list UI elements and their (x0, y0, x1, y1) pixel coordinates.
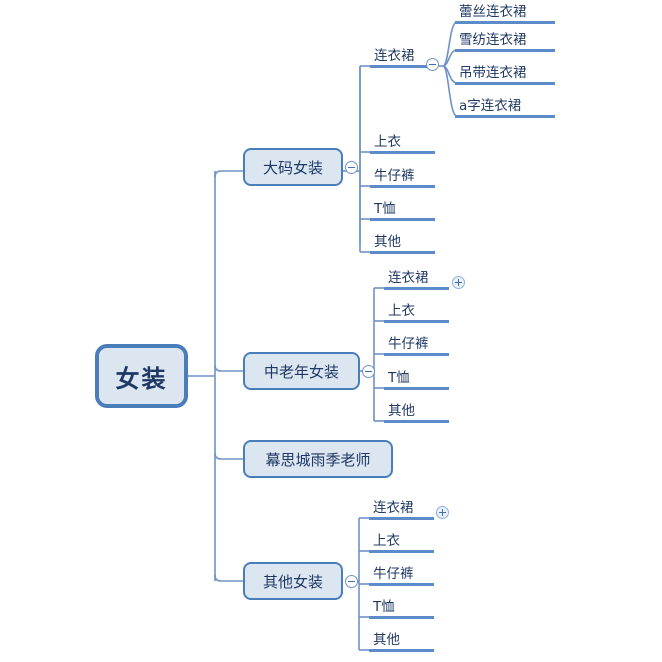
leaf-underline (384, 387, 449, 390)
leaf-label: 牛仔裤 (373, 566, 414, 582)
leaf-underline (384, 420, 449, 423)
leaf-node-zln-txu[interactable]: T恤 (384, 370, 449, 390)
leaf-underline (369, 583, 434, 586)
leaf-node-qtnz-qita[interactable]: 其他 (369, 632, 434, 652)
branch-node-musicheng[interactable]: 幕思城雨季老师 (243, 440, 393, 478)
leaf-node-zln-lianyiqun[interactable]: 连衣裙 (384, 270, 449, 290)
leaf-label: 吊带连衣裙 (459, 65, 527, 81)
leaf-label: a字连衣裙 (459, 98, 522, 114)
leaf-underline (369, 649, 434, 652)
leaf-underline (384, 320, 449, 323)
leaf-underline (455, 21, 555, 24)
leaf-label: 其他 (374, 234, 401, 250)
leaf-node-zln-niuzaiku[interactable]: 牛仔裤 (384, 336, 449, 356)
leaf-underline (369, 550, 434, 553)
leaf-label: 连衣裙 (388, 270, 429, 286)
leaf-node-leisi-lianyiqun[interactable]: 蕾丝连衣裙 (455, 4, 555, 24)
leaf-underline (369, 616, 434, 619)
leaf-node-qtnz-txu[interactable]: T恤 (369, 599, 434, 619)
leaf-underline (370, 251, 435, 254)
collapse-toggle-dama[interactable] (345, 161, 358, 174)
branch-node-qita[interactable]: 其他女装 (243, 562, 343, 600)
branch-node-dama[interactable]: 大码女装 (243, 148, 343, 186)
leaf-underline (455, 82, 555, 85)
leaf-node-dama-txu[interactable]: T恤 (370, 201, 435, 221)
leaf-underline (370, 218, 435, 221)
leaf-underline (369, 517, 434, 520)
branch-node-label: 中老年女装 (263, 362, 339, 381)
root-node[interactable]: 女装 (95, 344, 188, 408)
collapse-toggle-dama-lianyiqun[interactable] (426, 58, 439, 71)
leaf-node-qtnz-shangyi[interactable]: 上衣 (369, 533, 434, 553)
leaf-label: 其他 (388, 403, 415, 419)
leaf-node-diaodai-lianyiqun[interactable]: 吊带连衣裙 (455, 65, 555, 85)
leaf-node-dama-shangyi[interactable]: 上衣 (370, 134, 435, 154)
leaf-underline (384, 353, 449, 356)
leaf-node-qtnz-niuzaiku[interactable]: 牛仔裤 (369, 566, 434, 586)
leaf-label: 连衣裙 (373, 500, 414, 516)
expand-toggle-qtnz-lianyiqun[interactable] (436, 506, 449, 519)
leaf-node-xuefang-lianyiqun[interactable]: 雪纺连衣裙 (455, 32, 555, 52)
leaf-label: 其他 (373, 632, 400, 648)
leaf-node-dama-niuzaiku[interactable]: 牛仔裤 (370, 168, 435, 188)
leaf-label: 上衣 (373, 533, 400, 549)
expand-toggle-zln-lianyiqun[interactable] (452, 276, 465, 289)
leaf-underline (370, 65, 435, 68)
leaf-label: 上衣 (388, 303, 415, 319)
leaf-label: 连衣裙 (374, 48, 415, 64)
leaf-underline (370, 151, 435, 154)
branch-node-label: 幕思城雨季老师 (265, 450, 371, 469)
leaf-underline (455, 49, 555, 52)
leaf-label: T恤 (388, 370, 410, 386)
leaf-underline (370, 185, 435, 188)
branch-node-label: 其他女装 (262, 572, 323, 591)
leaf-node-azi-lianyiqun[interactable]: a字连衣裙 (455, 98, 555, 118)
leaf-node-dama-lianyiqun[interactable]: 连衣裙 (370, 48, 435, 68)
root-node-label: 女装 (115, 364, 168, 393)
leaf-node-zln-shangyi[interactable]: 上衣 (384, 303, 449, 323)
leaf-label: 雪纺连衣裙 (459, 32, 527, 48)
leaf-label: 牛仔裤 (388, 336, 429, 352)
leaf-node-dama-qita[interactable]: 其他 (370, 234, 435, 254)
branch-node-label: 大码女装 (262, 158, 323, 177)
collapse-toggle-qita[interactable] (345, 575, 358, 588)
collapse-toggle-zhonglaonian[interactable] (362, 365, 375, 378)
leaf-label: T恤 (374, 201, 396, 217)
leaf-node-qtnz-lianyiqun[interactable]: 连衣裙 (369, 500, 434, 520)
leaf-label: 蕾丝连衣裙 (459, 4, 527, 20)
leaf-underline (455, 115, 555, 118)
leaf-label: 牛仔裤 (374, 168, 415, 184)
leaf-node-zln-qita[interactable]: 其他 (384, 403, 449, 423)
leaf-label: T恤 (373, 599, 395, 615)
leaf-label: 上衣 (374, 134, 401, 150)
branch-node-zhonglaonian[interactable]: 中老年女装 (243, 352, 360, 390)
leaf-underline (384, 287, 449, 290)
